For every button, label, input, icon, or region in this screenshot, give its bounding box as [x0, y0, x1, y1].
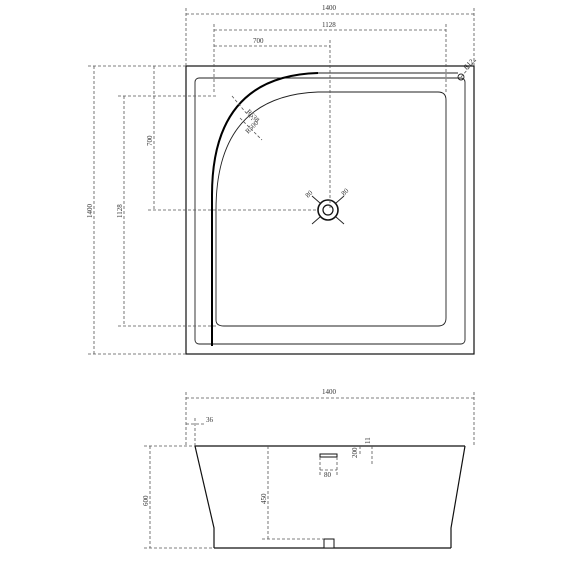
- side-inner-depth-label: 450: [260, 493, 268, 504]
- side-overall-height-label: 600: [142, 495, 150, 506]
- drain-outer-ring: [317, 199, 339, 221]
- drain-right-label: 80: [340, 186, 351, 197]
- side-overflow-width-label: 80: [324, 471, 332, 479]
- side-overflow-small-label: 11: [364, 437, 372, 444]
- tub-right-wall: [450, 445, 466, 548]
- side-drain: [323, 538, 335, 549]
- top-overall-height-label: 1400: [86, 204, 94, 219]
- top-drain: [311, 195, 345, 225]
- top-view: 1400 1128 700 1400 1128 700 R12 R638 R50…: [86, 4, 477, 355]
- top-curve-width-label: 700: [253, 37, 264, 45]
- side-view: 1400 36 600 450 200 11 80: [142, 388, 475, 549]
- top-curve-height-label: 700: [146, 135, 154, 146]
- basin-outer-curve: [211, 72, 319, 346]
- basin-inner-shape: [215, 91, 447, 327]
- side-overflow-height-label: 200: [351, 447, 359, 458]
- side-rim-thickness-label: 36: [206, 416, 214, 424]
- tub-left-wall: [194, 445, 215, 548]
- top-inner-height-label: 1128: [116, 204, 124, 218]
- side-overall-width-label: 1400: [322, 388, 337, 396]
- side-overflow: [319, 453, 338, 458]
- corner-radius-marker: [457, 73, 465, 81]
- drain-left-label: 80: [304, 188, 315, 199]
- drain-inner-ring: [322, 204, 334, 216]
- top-overall-width-label: 1400: [322, 4, 337, 12]
- top-inner-width-label: 1128: [322, 21, 336, 29]
